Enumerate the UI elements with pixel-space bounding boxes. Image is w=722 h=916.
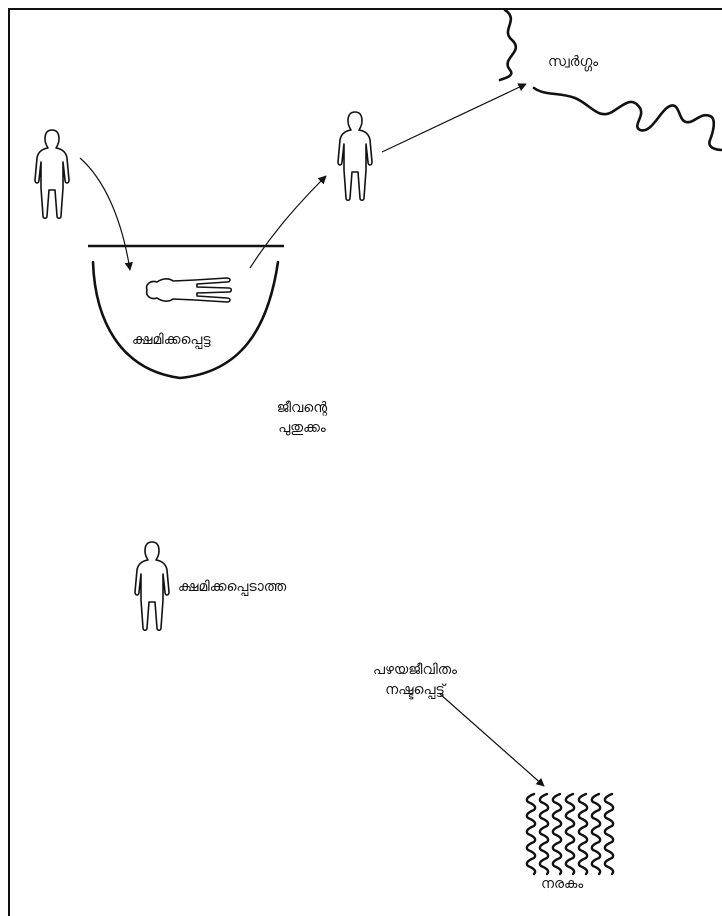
flame-line — [551, 792, 563, 876]
flame-line — [525, 792, 537, 876]
cloud-outline-icon — [498, 8, 722, 152]
bowl-outline — [91, 260, 280, 380]
forgiven-label: ക്ഷമിക്കപ്പെട്ട — [132, 332, 211, 348]
flame-line — [564, 792, 576, 876]
old-life-lost-label: പഴയജീവിതം നഷ്ടപ്പെട്ട് — [360, 660, 470, 700]
person-outline-icon — [34, 129, 70, 220]
flame-line — [577, 792, 589, 876]
heaven-label: സ്വർഗ്ഗം — [548, 54, 599, 70]
arrow-into-water — [79, 157, 133, 271]
unforgiven-label: ക്ഷമിക്കപ്പെടാത്ത — [178, 579, 287, 595]
old-life-line1: പഴയജീവിതം — [372, 662, 458, 678]
new-life-line1: ജീവന്റെ — [276, 400, 328, 416]
new-life-line2: പുതുക്കം — [278, 420, 326, 436]
arrow-out-of-water — [249, 175, 327, 269]
person-outline-icon — [337, 111, 373, 202]
hell-label: നരകം — [541, 876, 584, 892]
person-outline-icon — [134, 541, 170, 632]
flame-line — [603, 792, 615, 876]
flame-line — [538, 792, 550, 876]
arrow-to-heaven — [381, 83, 527, 153]
new-life-label: ജീവന്റെ പുതുക്കം — [262, 398, 342, 438]
page-border — [8, 8, 722, 916]
old-life-line2: നഷ്ടപ്പെട്ട് — [385, 682, 445, 698]
flame-line — [590, 792, 602, 876]
arrow-to-hell — [439, 693, 545, 787]
lying-person-icon — [145, 277, 233, 303]
wavy-flames-icon — [525, 792, 615, 876]
